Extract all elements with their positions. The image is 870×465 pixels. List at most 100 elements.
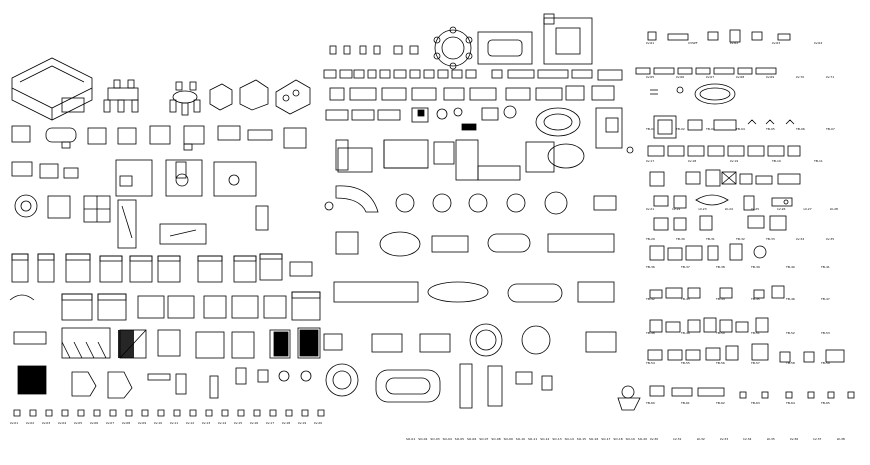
block-label: TB-48: [645, 331, 655, 335]
right-icons-row-2: [635, 67, 777, 75]
right-icons-row-8: [653, 215, 787, 231]
block-label: LV-34: [743, 437, 751, 441]
block-label: SO-02: [418, 437, 427, 441]
block-label: TB-65: [820, 401, 830, 405]
mid-dining-row-2: [335, 231, 615, 257]
block-label: LV-37: [813, 437, 821, 441]
block-label: TB-57: [750, 361, 760, 365]
block-label: SO-13: [552, 437, 561, 441]
block-label: SO-08: [491, 437, 500, 441]
block-label: SO-10: [516, 437, 525, 441]
block-label: TB-61: [680, 401, 690, 405]
block-label: TB-07: [825, 127, 835, 131]
iso-armchairs: [209, 79, 311, 115]
block-label: TB-01: [645, 127, 655, 131]
right-icons-row-10: [649, 285, 785, 299]
block-label: LV-03: [42, 421, 50, 425]
block-label: SO-14: [565, 437, 574, 441]
block-label: TB-41: [820, 265, 830, 269]
block-label: TB-42: [645, 297, 655, 301]
right-icons-row-13: [649, 385, 855, 399]
block-label: SO-11: [528, 437, 537, 441]
block-label: LV-01: [10, 421, 18, 425]
block-label: LV-19: [730, 159, 738, 163]
block-label: TB-56: [715, 361, 725, 365]
block-label: LV-05: [74, 421, 82, 425]
block-label: LV-19: [298, 421, 306, 425]
block-label: LV-16: [250, 421, 258, 425]
block-label: TB-60: [645, 401, 655, 405]
block-label: LV-25: [751, 207, 759, 211]
block-label: LV-17: [266, 421, 274, 425]
right-icons-row-7: [653, 194, 793, 211]
block-label: LV-35: [826, 237, 834, 241]
block-label: TB-43: [680, 297, 690, 301]
block-label: TB-10: [771, 159, 781, 163]
block-label: TB-52: [785, 331, 795, 335]
block-label: LV-34: [796, 237, 804, 241]
block-label: LV-11: [170, 421, 178, 425]
mid-dining-row-3: [333, 281, 615, 303]
block-label: LV-70: [796, 75, 804, 79]
right-lamp-figure: [617, 385, 641, 411]
block-label: LV-66: [676, 75, 684, 79]
block-label: LV-26: [777, 207, 785, 211]
block-label: TB-04: [735, 127, 745, 131]
block-label: TB-47: [820, 297, 830, 301]
block-label: LV-64: [814, 41, 822, 45]
right-icons-row-1: [647, 29, 791, 43]
iso-dining-set-1: [103, 79, 139, 113]
block-label: SO-04: [443, 437, 452, 441]
block-label: TB-62: [715, 401, 725, 405]
block-label: TB-38: [715, 265, 725, 269]
right-icons-row-11: [649, 317, 769, 333]
plan-beds-row-1: [11, 253, 313, 283]
plan-solid-blocks[interactable]: [17, 329, 319, 395]
mid-sofa-set: [543, 13, 593, 65]
block-label: TB-40: [785, 265, 795, 269]
block-label: LV-69: [766, 75, 774, 79]
right-icons-row-6: [649, 169, 801, 187]
block-label: LV-18: [282, 421, 290, 425]
block-label: TB-11: [813, 159, 823, 163]
block-label: LV-09: [138, 421, 146, 425]
block-label: LV-21: [646, 207, 654, 211]
mid-rect-table-8: [477, 31, 533, 65]
plan-workstations: [11, 159, 257, 197]
block-label: SO-19: [626, 437, 635, 441]
block-label: LV-32: [697, 437, 705, 441]
right-icons-row-9: [649, 243, 767, 261]
block-label: TB-55: [680, 361, 690, 365]
block-label: TB-37: [680, 265, 690, 269]
block-label: LV-62: [730, 41, 738, 45]
block-label: LV-08: [122, 421, 130, 425]
mid-sectional-sofas: [335, 139, 634, 181]
block-label: TB-54: [645, 361, 655, 365]
block-label: TB-50: [715, 331, 725, 335]
block-label: SO-20: [638, 437, 647, 441]
block-label: TB-29: [645, 237, 655, 241]
block-label: TB-05: [765, 127, 775, 131]
block-label: LV-67: [706, 75, 714, 79]
block-label: SO-09: [504, 437, 513, 441]
block-label: LV-61: [646, 41, 654, 45]
block-label: SO-05: [455, 437, 464, 441]
block-label: LV-02: [26, 421, 34, 425]
block-label: SO-15: [577, 437, 586, 441]
block-label: TB-03: [705, 127, 715, 131]
block-label: CVSPF: [688, 41, 698, 45]
block-label: LV-28: [830, 207, 838, 211]
block-label: TB-45: [750, 297, 760, 301]
block-label: TB-30: [675, 237, 685, 241]
right-icons-row-4: [653, 115, 795, 139]
plan-bathroom-fixtures: [13, 409, 325, 417]
block-label: TB-51: [750, 331, 760, 335]
block-label: LV-17: [646, 159, 654, 163]
block-label: SO-17: [601, 437, 610, 441]
mid-sofa-row-3: [325, 105, 623, 149]
block-label: LV-31: [673, 437, 681, 441]
block-label: LV-30: [650, 437, 658, 441]
